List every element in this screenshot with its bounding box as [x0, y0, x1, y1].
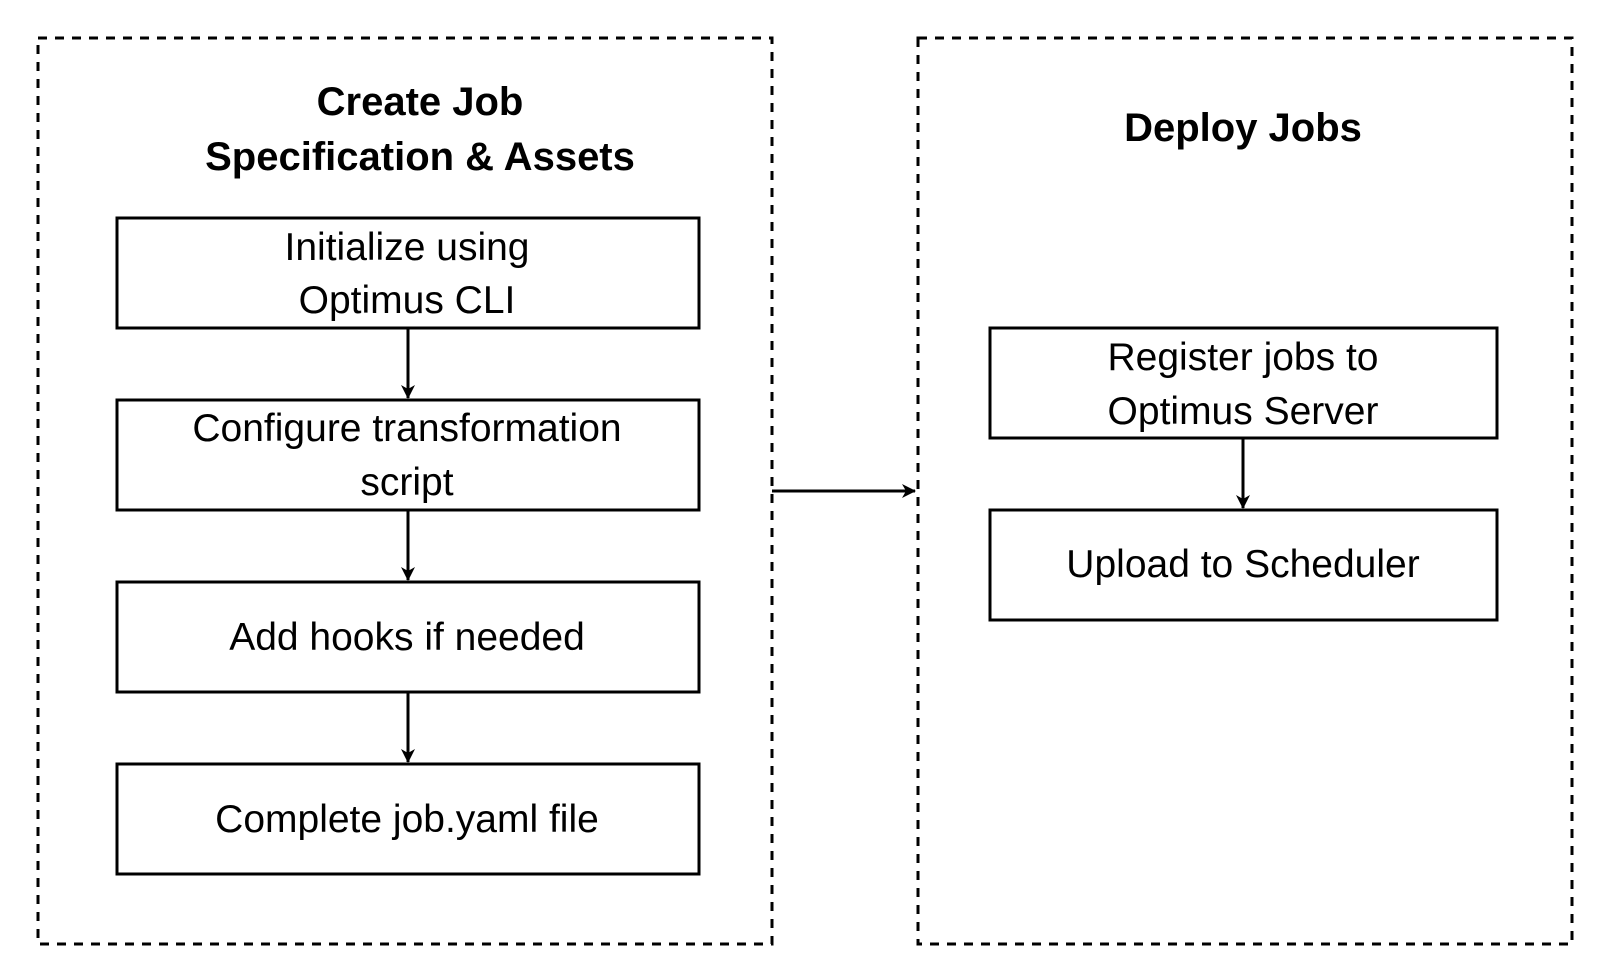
step-add-hooks-box	[115, 580, 701, 694]
step-complete-yaml-box	[115, 762, 701, 876]
step-initialize-cli-label-line1: Initialize using	[285, 226, 530, 269]
step-complete-yaml-label: Complete job.yaml file	[215, 798, 599, 841]
step-add-hooks-label: Add hooks if needed	[229, 616, 585, 659]
step-configure-script-label-line1: Configure transformation	[192, 407, 621, 450]
step-register-jobs-label-line2: Optimus Server	[1108, 390, 1379, 433]
step-initialize-cli-box	[115, 216, 701, 330]
step-initialize-cli: Initialize using Optimus CLI	[115, 216, 701, 330]
step-upload-scheduler-box	[988, 508, 1499, 622]
step-add-hooks: Add hooks if needed	[115, 580, 701, 694]
group-deploy-jobs: Deploy Jobs Register jobs to Optimus Ser…	[916, 36, 1574, 946]
step-upload-scheduler-label: Upload to Scheduler	[1066, 543, 1419, 586]
step-initialize-cli-label-line2: Optimus CLI	[299, 279, 516, 322]
group-deploy-jobs-border	[916, 36, 1574, 946]
step-configure-script-label-line2: script	[360, 461, 453, 504]
group-create-job-title-line2: Specification & Assets	[205, 135, 635, 179]
group-create-job-title-line1: Create Job	[317, 80, 524, 124]
step-upload-scheduler: Upload to Scheduler	[988, 508, 1499, 622]
step-complete-yaml: Complete job.yaml file	[115, 762, 701, 876]
group-create-job-border	[36, 36, 774, 946]
group-create-job: Create Job Specification & Assets Initia…	[36, 36, 774, 946]
step-register-jobs: Register jobs to Optimus Server	[988, 326, 1499, 440]
step-configure-script: Configure transformation script	[115, 398, 701, 512]
step-register-jobs-label-line1: Register jobs to	[1108, 336, 1379, 379]
group-deploy-jobs-title: Deploy Jobs	[1124, 106, 1362, 150]
